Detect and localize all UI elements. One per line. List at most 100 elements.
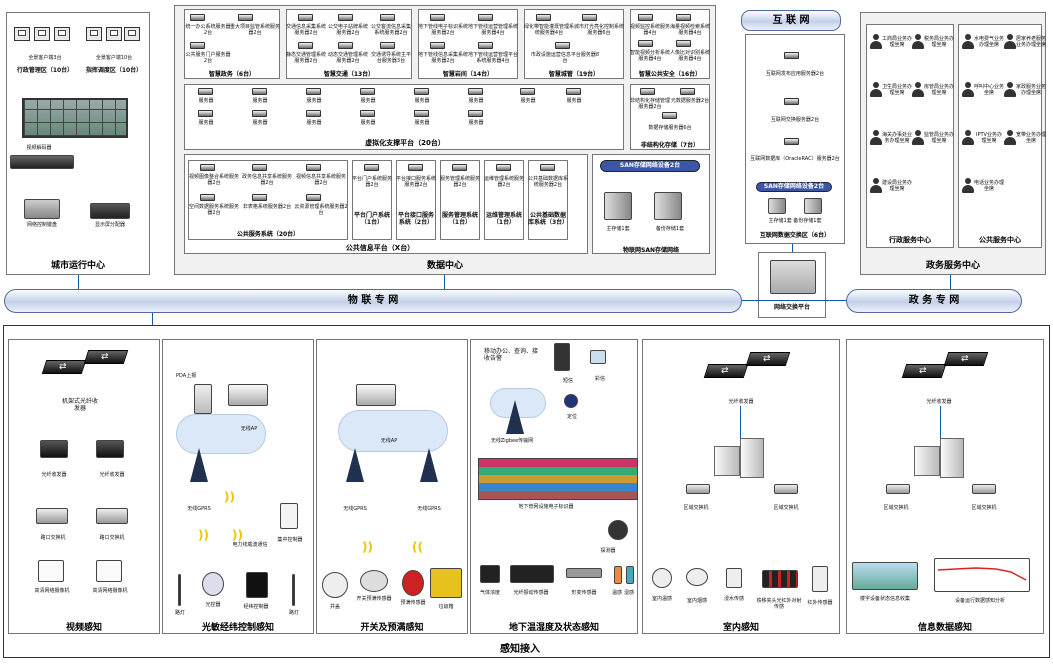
admin-client-label: 全景客户端3台 <box>12 55 78 61</box>
public-platform-title: 公共信息平台（X台） <box>300 243 460 253</box>
smart-underground-title: 智慧岩间（14台） <box>418 69 518 78</box>
sensing-panel-title: 开关及预满感知 <box>316 620 468 633</box>
virtual-server-icon <box>468 88 483 95</box>
virtual-server-icon <box>198 110 213 117</box>
platform-group-item: 平台门户系统服务器2台 <box>352 176 392 188</box>
virtual-server-icon <box>520 88 535 95</box>
temp-sensor-icon <box>614 566 622 584</box>
virtual-server-label: 服务器 <box>300 98 328 104</box>
area-switch-icon <box>686 484 710 494</box>
virtual-server-label: 服务器 <box>462 98 490 104</box>
service-seat-label: 家政服务业务办理坐席 <box>1016 84 1046 96</box>
detector-icon <box>608 520 628 540</box>
government-title: 政务服务中心 <box>860 258 1046 271</box>
video-wall-icon <box>22 98 128 138</box>
video-decoder-label: 视频解码器 <box>14 145 64 151</box>
platform-group-item: 平台接口服务系统服务器2台 <box>396 176 436 188</box>
trash-bin-icon <box>430 568 462 598</box>
fiber-switch-icon <box>944 352 989 366</box>
virtual-server-icon <box>414 88 429 95</box>
virtual-server-label: 服务器 <box>246 120 274 126</box>
fiber-switch-icon <box>704 364 749 378</box>
signal-wave-icon: )) <box>224 490 235 504</box>
platform-group-block <box>352 160 392 240</box>
signal-wave-icon: )) <box>198 528 209 542</box>
service-seat-label: IPTV业务办理坐席 <box>974 132 1004 144</box>
building-icon <box>940 438 964 478</box>
public-service-title: 公共服务系统（20台） <box>188 229 348 238</box>
sensing-panel <box>642 339 840 634</box>
water-sensor-icon <box>726 568 742 588</box>
client-monitor-icon <box>124 27 140 41</box>
platform-server-icon <box>540 164 555 171</box>
dispatch-client-group: 指挥调度区（10台） <box>78 68 150 74</box>
network-keyboard-icon <box>24 199 60 219</box>
sensing-panel-title: 信息数据感知 <box>846 620 1044 633</box>
wireless-ap-icon <box>356 384 396 406</box>
fiber-switch-icon <box>84 350 129 364</box>
service-seat-label: 建设局业务办理坐席 <box>882 180 912 192</box>
area-switch-icon <box>886 484 910 494</box>
platform-server-icon <box>408 164 423 171</box>
virtualization-title: 虚拟化支撑平台（20台） <box>330 138 480 148</box>
manhole-icon <box>322 572 348 598</box>
area-switch-icon <box>972 484 996 494</box>
fiber-switch-icon <box>42 360 87 374</box>
network-keyboard-label: 网络控制键盘 <box>16 222 68 228</box>
sms-icon <box>590 350 606 364</box>
smart-city-mgmt-title: 智慧城管（19台） <box>524 69 624 78</box>
service-seat-label: 居家养老服务业务办理坐席 <box>1016 36 1046 48</box>
platform-group-item: 服务管理系统服务器2台 <box>440 176 480 188</box>
location-icon <box>564 394 578 408</box>
san-device-badge: SAN存储网络设备2台 <box>600 160 700 172</box>
smoke-detector-icon <box>652 568 672 588</box>
signal-wave-icon: )) <box>362 540 373 554</box>
virtual-server-icon <box>414 110 429 117</box>
iot-network-bar: 物 联 专 网 <box>4 289 742 313</box>
unstructured-title: 非结构化存储（7台） <box>630 140 710 149</box>
hd-camera-icon <box>38 560 64 582</box>
gprs-tower-icon <box>420 448 438 482</box>
service-seat-label: 税务局业务办理坐席 <box>924 36 954 48</box>
sensing-panel-title: 地下温湿度及状态感知 <box>470 620 638 633</box>
smart-gov-title: 智慧政务（6台） <box>184 69 280 78</box>
platform-server-icon <box>452 164 467 171</box>
virtual-server-icon <box>252 110 267 117</box>
dispatch-client-label: 全景客户端10台 <box>80 55 148 61</box>
virtual-server-icon <box>468 110 483 117</box>
humidity-sensor-icon <box>626 566 634 584</box>
sensing-panel-title: 光敏经纬控制感知 <box>162 620 314 633</box>
platform-group-item: 运维管理系统服务器2台 <box>484 176 524 188</box>
pipe-network-image <box>478 458 638 500</box>
gas-sensor-icon <box>480 565 500 583</box>
virtual-server-icon <box>306 88 321 95</box>
analysis-chart-line <box>936 560 1028 590</box>
building-status-screen-icon <box>852 562 918 590</box>
gprs-tower-icon <box>190 448 208 482</box>
service-seat-label: 呼叫中心业务坐席 <box>974 84 1004 96</box>
light-controller-icon <box>202 572 224 596</box>
internet-banner: 互 联 网 <box>741 10 841 31</box>
smart-security-title: 智慧公共安全（16台） <box>630 69 710 78</box>
platform-group-title: 服务管理系统（1台） <box>440 212 480 226</box>
crossing-switch-icon <box>36 508 68 524</box>
platform-group-title: 平台接口服务系统（2台） <box>396 212 436 226</box>
deformation-sensor-icon <box>566 568 602 578</box>
fiber-vibration-icon <box>510 565 554 583</box>
fiber-switch-icon <box>902 364 947 378</box>
platform-server-icon <box>496 164 511 171</box>
virtual-server-icon <box>306 110 321 117</box>
virtual-server-label: 服务器 <box>246 98 274 104</box>
signal-wave-icon: (( <box>412 540 423 554</box>
platform-group-title: 公共基础数据库系统（3台） <box>528 212 568 226</box>
virtual-server-label: 服务器 <box>560 98 588 104</box>
platform-group-item: 公共基础数据库系统服务器2台 <box>528 176 568 188</box>
platform-group-block <box>528 160 568 240</box>
admin-service-title: 行政服务中心 <box>866 235 954 245</box>
virtual-server-label: 服务器 <box>462 120 490 126</box>
sensing-panel-title: 室内感知 <box>642 620 840 633</box>
cloud-icon <box>338 410 448 452</box>
data-center-title: 数据中心 <box>400 258 490 271</box>
virtual-server-icon <box>360 88 375 95</box>
platform-group-title: 运维管理系统（1台） <box>484 212 524 226</box>
